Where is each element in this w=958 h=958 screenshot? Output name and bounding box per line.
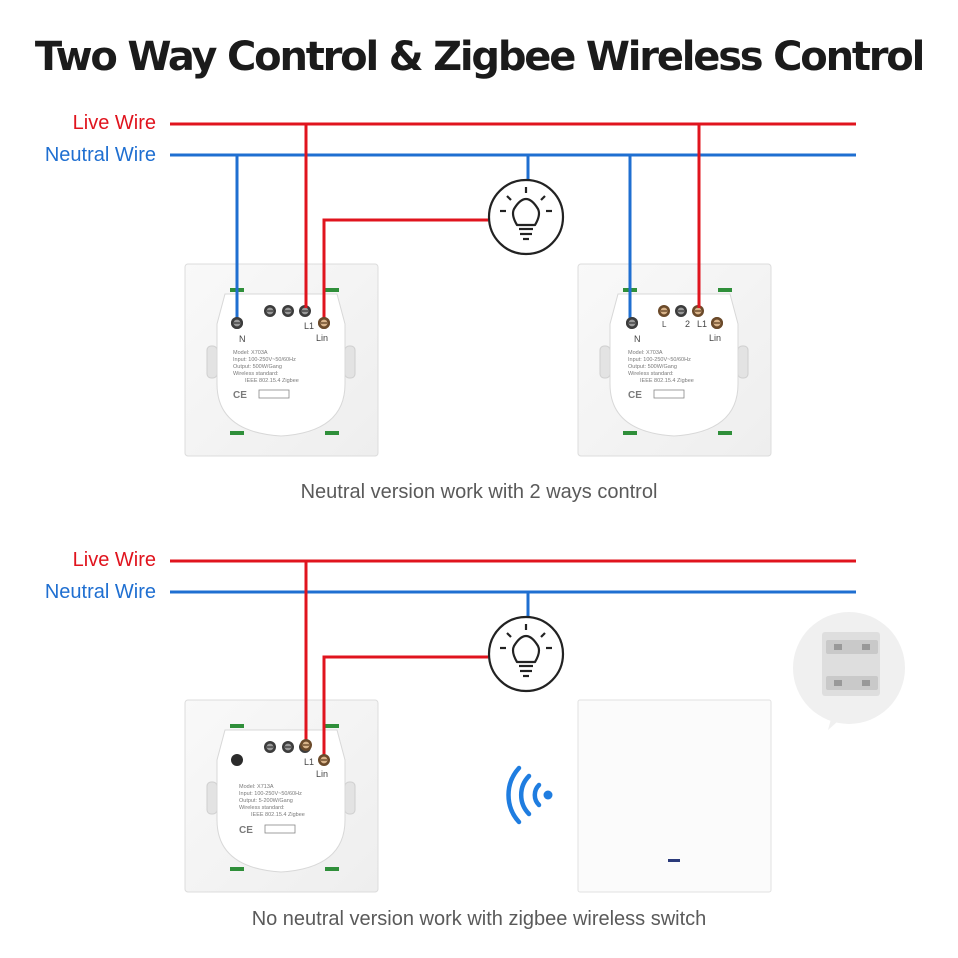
terminal-n: N xyxy=(239,334,246,344)
terminal-2: 2 xyxy=(685,319,690,329)
live-wire-label-2: Live Wire xyxy=(72,549,156,571)
section1-drop-wires xyxy=(235,124,701,323)
neutral-wire-label-1: Neutral Wire xyxy=(44,144,156,166)
switch-back-left: N L1 Lin Model: X703A Input: 100-250V~50… xyxy=(184,263,379,457)
spec-line: Model: X713A xyxy=(239,784,274,790)
spec-line: IEEE 802.15.4 Zigbee xyxy=(251,812,305,818)
spec-line: Model: X703A xyxy=(628,350,663,356)
spec-line: Input: 100-250V~50/60Hz xyxy=(233,357,296,363)
mounting-bracket-icon xyxy=(793,612,905,730)
zigbee-wireless-switch xyxy=(577,699,772,893)
light-bulb-icon xyxy=(487,178,565,256)
spec-line: Wireless standard: xyxy=(233,371,279,377)
spec-line: Model: X703A xyxy=(233,350,268,356)
caption-neutral-version: Neutral version work with 2 ways control xyxy=(300,481,658,503)
spec-line: IEEE 802.15.4 Zigbee xyxy=(640,378,694,384)
indicator-led xyxy=(668,859,680,862)
load-wire-left xyxy=(322,218,488,323)
spec-line: Output: 5-200W/Gang xyxy=(239,798,293,804)
section2-drop-wires xyxy=(304,561,530,760)
spec-line: IEEE 802.15.4 Zigbee xyxy=(245,378,299,384)
spec-line: Wireless standard: xyxy=(628,371,674,377)
section2-wires xyxy=(170,559,856,594)
light-bulb-icon xyxy=(487,615,565,693)
load-wire-2 xyxy=(322,655,488,760)
spec-line: Output: 500W/Gang xyxy=(233,364,282,370)
caption-no-neutral-version: No neutral version work with zigbee wire… xyxy=(251,908,707,930)
spec-line: Input: 100-250V~50/60Hz xyxy=(628,357,691,363)
terminal-l: L xyxy=(662,320,667,329)
page-title: Two Way Control & Zigbee Wireless Contro… xyxy=(34,34,925,80)
switch-back-right: N L 2 L1 Lin Model: X703A Input: 100-250… xyxy=(577,263,772,457)
switch-back-no-neutral: L1 Lin Model: X713A Input: 100-250V~50/6… xyxy=(184,699,379,893)
terminal-lin: Lin xyxy=(709,333,721,343)
terminal-l1: L1 xyxy=(304,321,314,331)
wireless-signal-icon xyxy=(506,765,553,825)
spec-line: Wireless standard: xyxy=(239,805,285,811)
terminal-l1: L1 xyxy=(697,319,707,329)
neutral-wire-label-2: Neutral Wire xyxy=(44,581,156,603)
spec-line: Input: 100-250V~50/60Hz xyxy=(239,791,302,797)
terminal-n: N xyxy=(634,334,641,344)
live-wire-label-1: Live Wire xyxy=(72,112,156,134)
terminal-l1: L1 xyxy=(304,757,314,767)
terminal-lin: Lin xyxy=(316,769,328,779)
terminal-lin: Lin xyxy=(316,333,328,343)
ce-mark: CE xyxy=(239,825,253,836)
section1-wires xyxy=(170,122,856,157)
ce-mark: CE xyxy=(233,390,247,401)
ce-mark: CE xyxy=(628,390,642,401)
spec-line: Output: 500W/Gang xyxy=(628,364,677,370)
